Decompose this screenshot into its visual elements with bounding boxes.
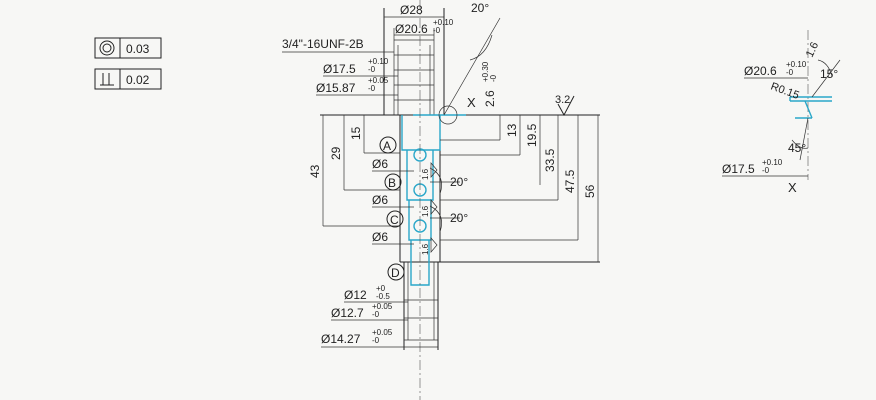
svg-text:-0: -0 [368, 65, 376, 74]
perpendicularity-icon [100, 73, 114, 86]
svg-text:Ø14.27: Ø14.27 [321, 332, 361, 346]
svg-text:D: D [391, 266, 400, 280]
gdt-concentricity-frame: 0.03 [94, 37, 162, 59]
svg-text:C: C [390, 213, 399, 227]
svg-text:47.5: 47.5 [563, 169, 577, 193]
port-c-label: C [386, 210, 404, 228]
svg-text:20°: 20° [450, 175, 468, 189]
svg-text:Ø20.6: Ø20.6 [744, 64, 777, 78]
concentricity-icon [99, 40, 115, 56]
svg-text:+0: +0 [376, 284, 386, 293]
svg-text:+0.10: +0.10 [368, 57, 389, 66]
port-a-label: A [379, 136, 397, 154]
port-d-label: D [387, 263, 405, 281]
detail-x-view: Ø20.6 +0.10 -0 15° 1.6 R0.15 45° Ø17.5 +… [722, 30, 841, 195]
svg-text:Ø6: Ø6 [372, 230, 388, 244]
dim-d17-5: Ø17.5 +0.10 -0 [323, 57, 398, 77]
dim-d20-6: Ø20.6 +0.10 -0 [394, 18, 454, 36]
dim-d14-27: Ø14.27 +0.05 -0 [321, 328, 438, 348]
svg-text:B: B [388, 176, 396, 190]
dim-vertical-left: 15 29 43 [308, 115, 400, 227]
svg-text:20°: 20° [471, 1, 489, 15]
svg-text:2.6: 2.6 [483, 90, 497, 107]
port-b-label: B [384, 173, 402, 191]
dim-d12-7: Ø12.7 +0.05 -0 [331, 302, 408, 321]
angle-top: 20° [443, 1, 501, 116]
gdt-perpendicularity-frame: 0.02 [94, 68, 162, 90]
svg-text:X: X [467, 95, 476, 110]
angle-port-b: 20° [429, 167, 468, 195]
dim-d12: Ø12 +0 -0.5 [344, 284, 408, 303]
svg-text:15: 15 [349, 126, 363, 140]
svg-text:+0.10: +0.10 [762, 158, 783, 167]
svg-text:+0.10: +0.10 [786, 60, 807, 69]
svg-text:+0.30: +0.30 [481, 61, 490, 82]
svg-text:56: 56 [583, 184, 597, 198]
dim-d15-87: Ø15.87 +0.05 -0 [316, 76, 398, 96]
svg-text:+0.05: +0.05 [368, 76, 389, 85]
dim-d6-ports: Ø6 Ø6 Ø6 [372, 157, 414, 245]
svg-text:+0.05: +0.05 [372, 328, 393, 337]
dim-d28: Ø28 [384, 3, 444, 18]
svg-text:R0.15: R0.15 [769, 81, 801, 102]
svg-text:13: 13 [505, 123, 519, 137]
svg-text:45°: 45° [788, 141, 806, 155]
svg-text:-0: -0 [368, 84, 376, 93]
thread-callout: 3/4"-16UNF-2B [282, 37, 394, 53]
svg-text:-0: -0 [762, 166, 770, 175]
svg-text:-0: -0 [786, 68, 794, 77]
svg-text:-0.5: -0.5 [376, 292, 390, 301]
svg-text:Ø17.5: Ø17.5 [722, 162, 755, 176]
svg-text:+0.05: +0.05 [372, 302, 393, 311]
svg-text:Ø17.5: Ø17.5 [323, 62, 356, 76]
svg-text:+0.10: +0.10 [433, 18, 454, 27]
svg-text:33.5: 33.5 [543, 148, 557, 172]
svg-text:Ø6: Ø6 [372, 157, 388, 171]
concentricity-value: 0.03 [126, 42, 150, 56]
svg-text:1.6: 1.6 [421, 205, 430, 217]
svg-text:1.6: 1.6 [804, 40, 821, 59]
part-outline [320, 8, 600, 350]
perpendicularity-value: 0.02 [126, 73, 150, 87]
svg-text:Ø6: Ø6 [372, 193, 388, 207]
dim-vertical-right: 13 19.5 33.5 47.5 56 [440, 115, 599, 262]
svg-text:Ø28: Ø28 [400, 3, 423, 17]
svg-text:3/4"-16UNF-2B: 3/4"-16UNF-2B [282, 37, 364, 51]
dim-depth-2-6: 2.6 +0.30 -0 [481, 61, 498, 107]
svg-text:-0: -0 [489, 74, 498, 82]
svg-text:Ø15.87: Ø15.87 [316, 81, 356, 95]
svg-text:Ø12: Ø12 [344, 288, 367, 302]
detail-x-marker: X [438, 95, 476, 125]
detail-label: X [788, 180, 797, 195]
svg-text:-0: -0 [433, 26, 441, 35]
svg-text:15°: 15° [820, 67, 838, 81]
svg-text:43: 43 [308, 164, 322, 178]
svg-text:A: A [383, 139, 391, 153]
svg-text:1.6: 1.6 [421, 168, 430, 180]
svg-text:-0: -0 [372, 336, 380, 345]
svg-text:3.2: 3.2 [555, 94, 570, 106]
svg-text:-0: -0 [372, 310, 380, 319]
svg-text:1.6: 1.6 [421, 243, 430, 255]
svg-text:19.5: 19.5 [525, 123, 539, 147]
callouts-1-6: 1.6 1.6 1.6 [421, 162, 438, 255]
svg-text:20°: 20° [450, 211, 468, 225]
roughness-symbol: 3.2 [555, 94, 575, 117]
svg-text:Ø12.7: Ø12.7 [331, 306, 364, 320]
svg-text:29: 29 [329, 146, 343, 160]
angle-port-c: 20° [429, 205, 468, 233]
svg-text:Ø20.6: Ø20.6 [395, 22, 428, 36]
